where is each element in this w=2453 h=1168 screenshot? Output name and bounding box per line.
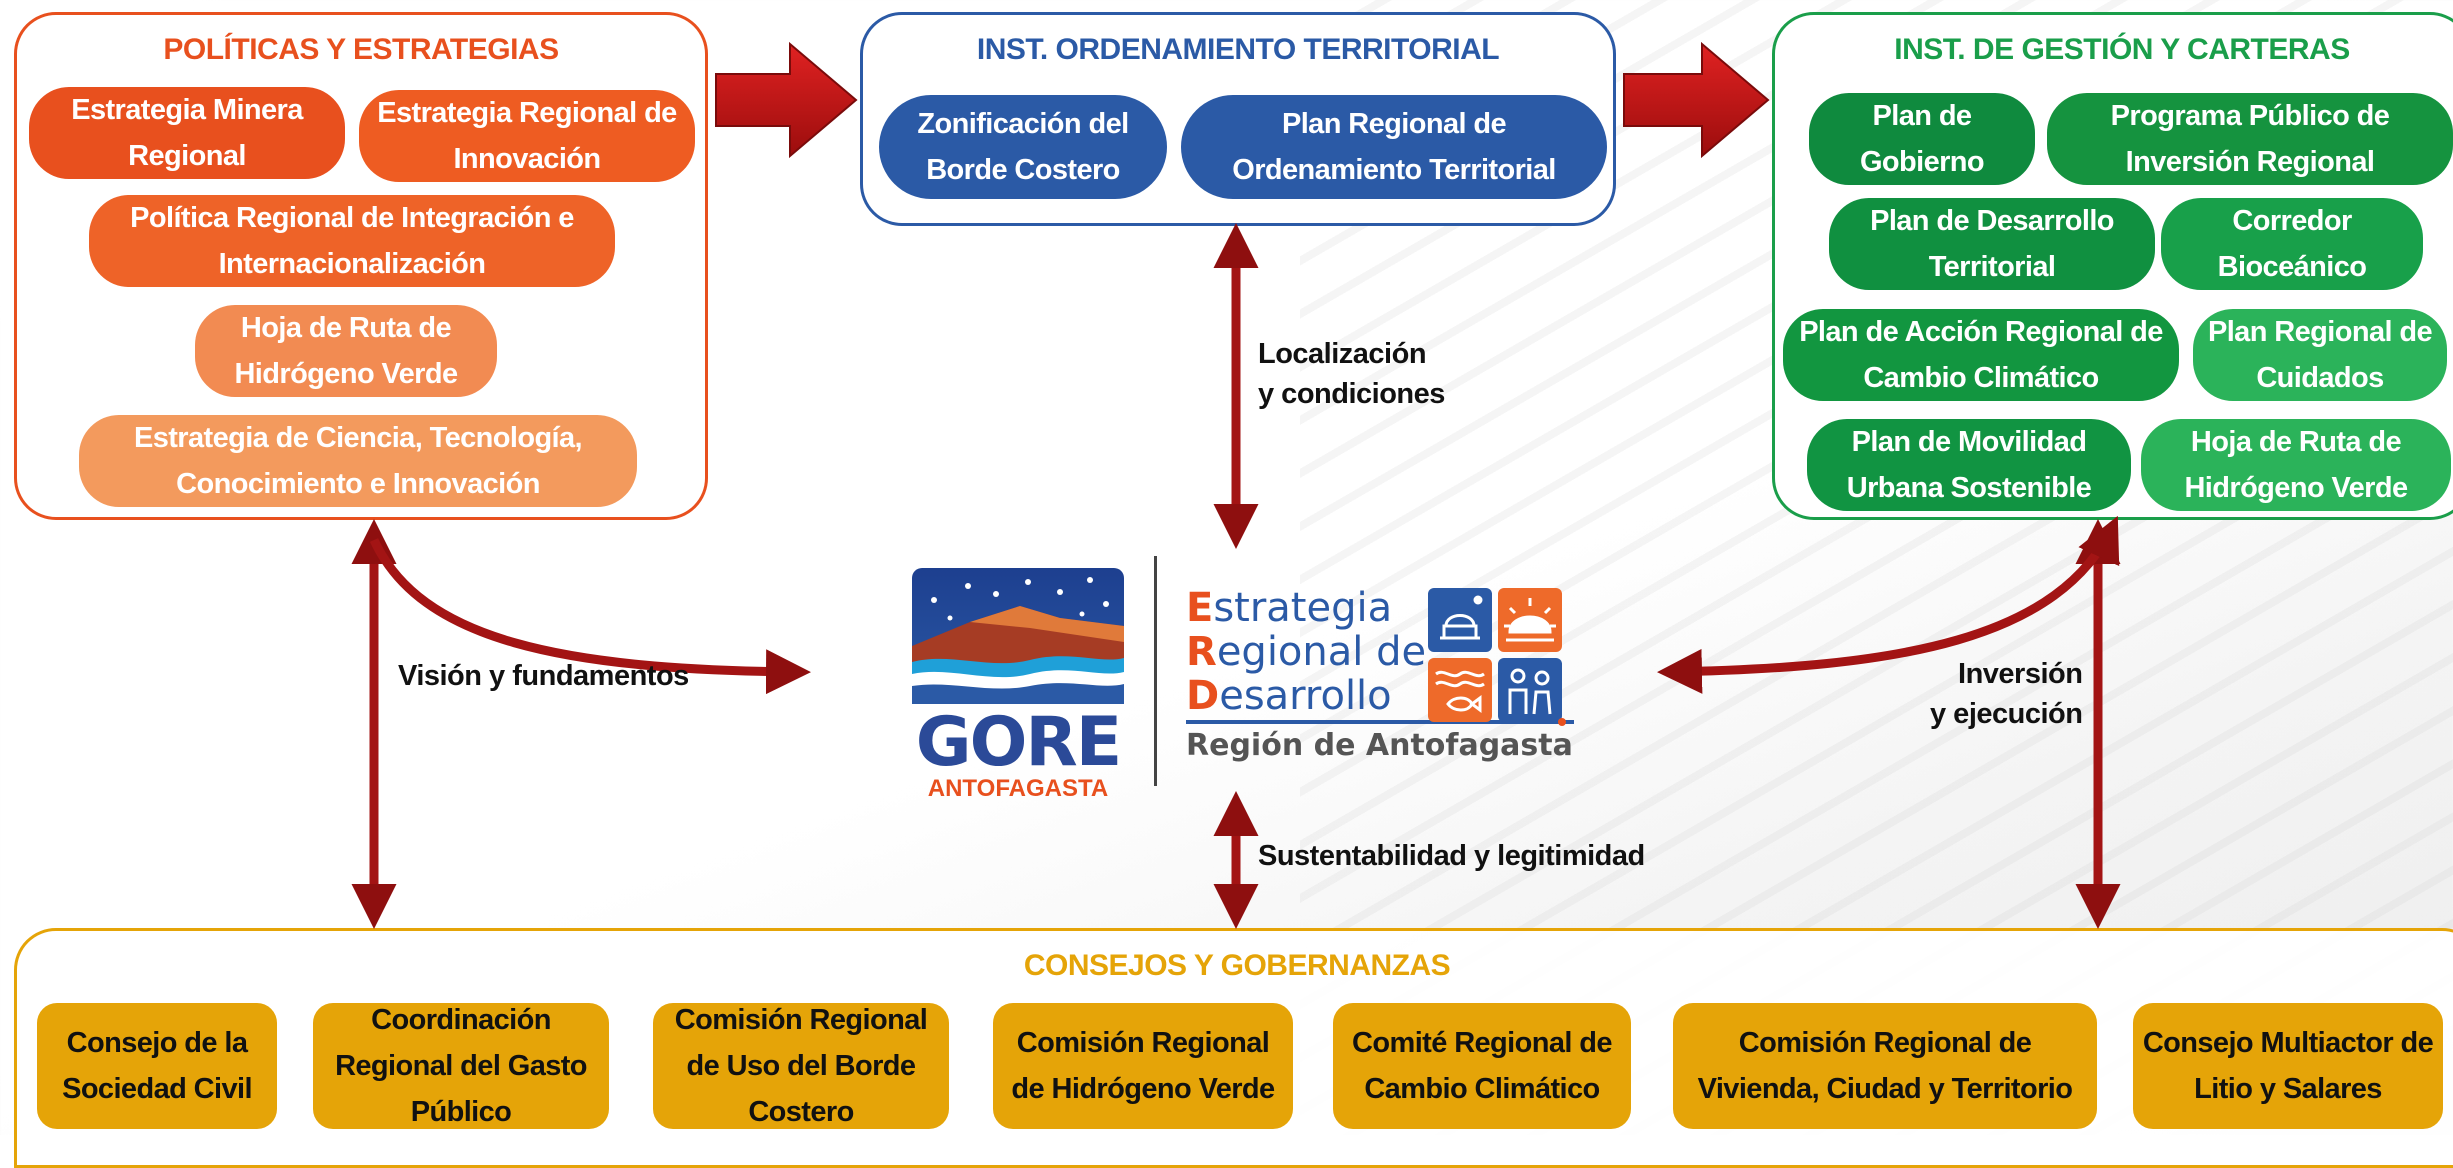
gore-logo: GORE ANTOFAGASTA bbox=[910, 566, 1126, 802]
label-vision-fundamentals: Visión y fundamentos bbox=[398, 660, 689, 692]
council-item-public-spending[interactable]: Coordinación Regional del Gasto Público bbox=[313, 1003, 609, 1129]
arrow-vision-curve bbox=[369, 538, 811, 695]
label-sustainability: Sustentabilidad y legitimidad bbox=[1258, 840, 1645, 872]
council-item-lithium-council[interactable]: Consejo Multiactor de Litio y Salares bbox=[2133, 1003, 2443, 1129]
fish-waves-icon bbox=[1435, 670, 1485, 713]
policy-item-hydrogen-roadmap[interactable]: Hoja de Ruta de Hidrógeno Verde bbox=[195, 305, 497, 397]
management-title: INST. DE GESTIÓN Y CARTERAS bbox=[1894, 33, 2350, 66]
management-item-government-plan[interactable]: Plan de Gobierno bbox=[1809, 93, 2035, 185]
connector-arrows bbox=[351, 41, 2121, 929]
policy-item-integration-policy[interactable]: Política Regional de Integración e Inter… bbox=[89, 195, 615, 287]
observatory-icon bbox=[1440, 595, 1483, 640]
policy-item-innovation-strategy[interactable]: Estrategia Regional de Innovación bbox=[359, 90, 695, 182]
gore-region: ANTOFAGASTA bbox=[927, 775, 1109, 802]
flow-arrow-territorial-to-management bbox=[1623, 41, 1770, 159]
territorial-title: INST. ORDENAMIENTO TERRITORIAL bbox=[976, 33, 1500, 66]
council-item-housing-commission[interactable]: Comisión Regional de Vivienda, Ciudad y … bbox=[1673, 1003, 2097, 1129]
council-item-coastal-use[interactable]: Comisión Regional de Uso del Borde Coste… bbox=[653, 1003, 949, 1129]
territorial-item-coastal-zoning[interactable]: Zonificación del Borde Costero bbox=[879, 95, 1167, 199]
erd-underline bbox=[1186, 720, 1574, 724]
people-icon bbox=[1508, 668, 1552, 715]
management-item-bioceanic-corridor[interactable]: Corredor Bioceánico bbox=[2161, 198, 2423, 290]
council-item-civil-society[interactable]: Consejo de la Sociedad Civil bbox=[37, 1003, 277, 1129]
erd-title: Estrategia Regional de Desarrollo bbox=[1186, 585, 1427, 719]
erd-logo: Estrategia Regional de Desarrollo Región… bbox=[1186, 586, 1586, 766]
management-group: INST. DE GESTIÓN Y CARTERAS Plan de Gobi… bbox=[1772, 12, 2453, 520]
council-item-hydrogen-commission[interactable]: Comisión Regional de Hidrógeno Verde bbox=[993, 1003, 1293, 1129]
territorial-group: INST. ORDENAMIENTO TERRITORIAL Zonificac… bbox=[860, 12, 1616, 226]
management-item-climate-plan[interactable]: Plan de Acción Regional de Cambio Climát… bbox=[1783, 309, 2179, 401]
policies-group: POLÍTICAS Y ESTRATEGIAS Estrategia Miner… bbox=[14, 12, 708, 520]
management-item-investment-program[interactable]: Programa Público de Inversión Regional bbox=[2047, 93, 2453, 185]
council-item-climate-committee[interactable]: Comité Regional de Cambio Climático bbox=[1333, 1003, 1631, 1129]
territorial-item-land-use-plan[interactable]: Plan Regional de Ordenamiento Territoria… bbox=[1181, 95, 1607, 199]
councils-group: CONSEJOS Y GOBERNANZAS Consejo de la Soc… bbox=[14, 928, 2453, 1168]
policies-title: POLÍTICAS Y ESTRATEGIAS bbox=[163, 33, 559, 66]
management-item-care-plan[interactable]: Plan Regional de Cuidados bbox=[2193, 309, 2447, 401]
gore-wordmark: GORE bbox=[915, 703, 1122, 782]
erd-region: Región de Antofagasta bbox=[1186, 728, 1573, 763]
erd-tiles-icon bbox=[1428, 588, 1566, 726]
management-item-hydrogen-roadmap[interactable]: Hoja de Ruta de Hidrógeno Verde bbox=[2141, 419, 2451, 511]
flow-arrow-policies-to-territorial bbox=[715, 41, 858, 159]
sun-icon bbox=[1504, 598, 1556, 642]
policy-item-mining-strategy[interactable]: Estrategia Minera Regional bbox=[29, 87, 345, 179]
gore-emblem-icon bbox=[912, 568, 1124, 704]
management-item-territorial-plan[interactable]: Plan de Desarrollo Territorial bbox=[1829, 198, 2155, 290]
logo-divider bbox=[1154, 556, 1157, 786]
arrow-investment-curve bbox=[1657, 515, 2120, 694]
management-item-mobility-plan[interactable]: Plan de Movilidad Urbana Sostenible bbox=[1807, 419, 2131, 511]
policy-item-science-strategy[interactable]: Estrategia de Ciencia, Tecnología, Conoc… bbox=[79, 415, 637, 507]
councils-title: CONSEJOS Y GOBERNANZAS bbox=[1023, 949, 1451, 982]
